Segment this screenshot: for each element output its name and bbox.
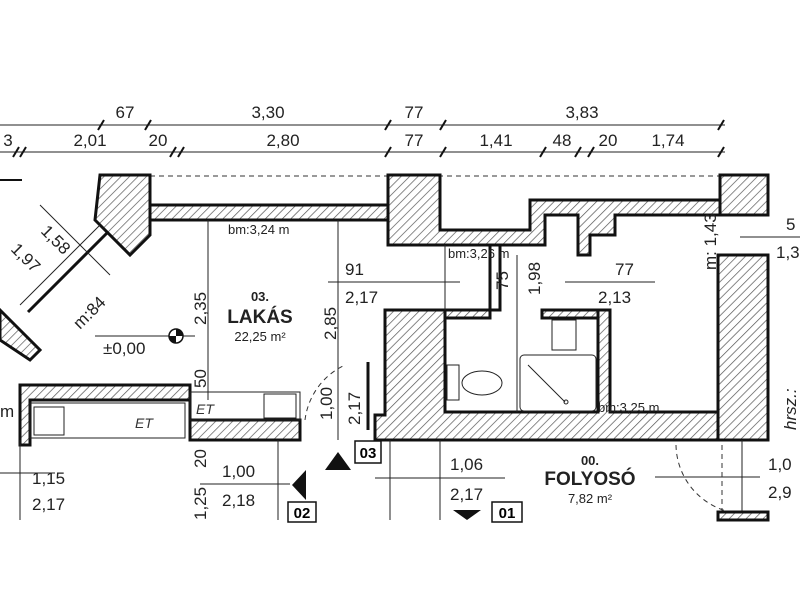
level-value: ±0,00: [103, 339, 145, 358]
dim-29: 2,9: [768, 483, 792, 502]
dim-13: 1,3: [776, 243, 800, 262]
shower-icon: [519, 354, 597, 412]
sill-143: m: 1,43: [701, 213, 720, 270]
dim-198: 1,98: [525, 262, 544, 295]
section-01-label: 01: [499, 505, 516, 522]
dim-174: 1,74: [651, 131, 684, 150]
dim-75: 75: [493, 271, 512, 290]
window-width-1: 1,58: [37, 221, 74, 258]
dim-20c: 20: [191, 449, 210, 468]
section-02-label: 02: [294, 505, 311, 522]
dim-77: 77: [405, 103, 424, 122]
dim-217a: 2,17: [345, 288, 378, 307]
dim-77b: 77: [405, 131, 424, 150]
dim-20b: 20: [599, 131, 618, 150]
dim-213: 2,13: [598, 288, 631, 307]
dim-20: 20: [149, 131, 168, 150]
room-number-00: 00.: [581, 453, 599, 468]
section-marker-01: 01: [453, 501, 523, 523]
dim-115: 1,15: [32, 469, 65, 488]
dim-280: 2,80: [266, 131, 299, 150]
door-swing-2: [675, 444, 731, 513]
ceiling-height-bath: bm:3,26 m: [448, 246, 509, 261]
sink-icon: [551, 319, 577, 351]
toilet-icon: [446, 364, 503, 401]
dim-50: 50: [191, 369, 210, 388]
dimension-lines: 67 3,30 77 3,83 3 2,01 20 2,80 77 1,41 4…: [0, 103, 725, 158]
dim-125: 1,25: [191, 487, 210, 520]
dim-217c: 2,17: [32, 495, 65, 514]
room-name-03: LAKÁS: [227, 306, 292, 328]
room-area-00: 7,82 m²: [568, 491, 613, 506]
dim-100a: 1,00: [317, 387, 336, 420]
stove-label: ET: [135, 415, 154, 431]
kitchen-counter: ET ET: [29, 391, 301, 439]
dim-330: 3,30: [251, 103, 284, 122]
dim-67: 67: [116, 103, 135, 122]
window: 1,58 1,97 m:84: [7, 204, 111, 333]
dim-10: 1,0: [768, 455, 792, 474]
window-width-2: 1,97: [7, 239, 44, 276]
ceiling-height-03: bm:3,24 m: [228, 222, 289, 237]
room-area-03: 22,25 m²: [234, 329, 286, 344]
walls: [0, 173, 770, 447]
door-swing: [304, 364, 346, 421]
dim-217d: 2,17: [450, 485, 483, 504]
dim-218: 2,18: [222, 491, 255, 510]
window-sill: m:84: [69, 293, 109, 333]
dim-77c: 77: [615, 260, 634, 279]
section-marker-03: 03: [325, 440, 382, 470]
dim-48: 48: [553, 131, 572, 150]
dim-285: 2,85: [321, 307, 340, 340]
parcel-label: hrsz.:: [781, 388, 800, 430]
dim-201: 2,01: [73, 131, 106, 150]
dim-5: 5: [786, 215, 795, 234]
room-number-03: 03.: [251, 289, 269, 304]
ceiling-height-right: bm:3,25 m: [598, 400, 659, 415]
dim-141: 1,41: [479, 131, 512, 150]
section-03-label: 03: [360, 445, 377, 462]
dim-100b: 1,00: [222, 462, 255, 481]
stove-label-2: ET: [196, 401, 215, 417]
dim-235: 2,35: [191, 292, 210, 325]
dim-3: 3: [3, 131, 12, 150]
dim-217b: 2,17: [345, 392, 364, 425]
section-marker-02: 02: [287, 470, 317, 523]
dim-383: 3,83: [565, 103, 598, 122]
level-marker-icon: [95, 328, 195, 344]
dim-91: 91: [345, 260, 364, 279]
dim-106: 1,06: [450, 455, 483, 474]
room-name-00: FOLYOSÓ: [544, 468, 635, 490]
left-label-m: m: [0, 402, 14, 421]
